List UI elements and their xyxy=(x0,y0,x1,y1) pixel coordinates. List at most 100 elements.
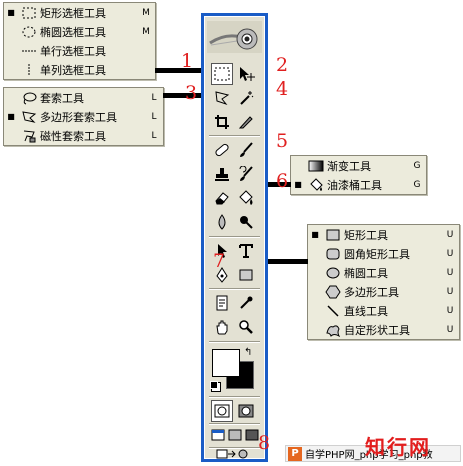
rect-marquee-icon xyxy=(18,5,40,21)
standard-mode-button[interactable] xyxy=(211,400,233,422)
flyout-item-label: 套索工具 xyxy=(40,91,84,105)
annotation-number-8: 8 xyxy=(258,432,271,454)
quick-mask-icon xyxy=(238,404,254,418)
paint-bucket-icon xyxy=(239,190,253,205)
blur-drop-icon xyxy=(218,214,226,230)
toolbox-panel: ↰ xyxy=(201,13,268,462)
magic-wand-tool[interactable] xyxy=(235,87,257,109)
dodge-tool[interactable] xyxy=(235,211,257,233)
note-page-icon xyxy=(216,295,228,311)
gradient-icon xyxy=(305,158,327,174)
notes-tool[interactable] xyxy=(211,292,233,314)
flyout-item-gradient[interactable]: 渐变工具 G xyxy=(291,156,426,175)
flyout-item-label: 圆角矩形工具 xyxy=(344,247,410,261)
annotation-number-7: 7 xyxy=(213,250,226,272)
shortcut-key: M xyxy=(142,7,150,18)
flyout-item-custom-shape[interactable]: 自定形状工具 U xyxy=(308,320,459,339)
flyout-item-label: 矩形选框工具 xyxy=(40,6,106,20)
rectangle-shape-icon xyxy=(322,227,344,243)
line-tool-icon xyxy=(322,303,344,319)
toolbox-header-logo[interactable] xyxy=(207,21,262,53)
flyout-item-polygon[interactable]: 多边形工具 U xyxy=(308,282,459,301)
history-brush-tool[interactable] xyxy=(235,163,257,185)
stamp-icon xyxy=(215,168,229,181)
toolbox-separator xyxy=(209,288,260,290)
type-tool[interactable] xyxy=(235,240,257,262)
history-brush-icon xyxy=(239,166,253,181)
foreground-color-swatch[interactable] xyxy=(212,349,240,377)
path-select-arrow-icon xyxy=(218,244,227,258)
clone-stamp-tool[interactable] xyxy=(211,163,233,185)
swap-colors-icon[interactable]: ↰ xyxy=(244,347,253,358)
flyout-item-magnetic-lasso[interactable]: 磁性套索工具 L xyxy=(4,126,163,145)
shortcut-key: G xyxy=(413,179,421,190)
crop-icon xyxy=(215,115,229,129)
screen-mode-full[interactable] xyxy=(244,427,260,443)
eraser-tool[interactable] xyxy=(211,187,233,209)
rect-marquee-icon xyxy=(214,67,230,81)
flyout-item-line[interactable]: 直线工具 U xyxy=(308,301,459,320)
hand-tool[interactable] xyxy=(211,316,233,338)
selected-bullet: ■ xyxy=(294,180,302,189)
flyout-item-label: 直线工具 xyxy=(344,304,388,318)
lasso-icon xyxy=(18,90,40,106)
flyout-item-lasso[interactable]: 套索工具 L xyxy=(4,88,163,107)
toolbox-body: ↰ xyxy=(204,16,265,459)
annotation-number-1: 1 xyxy=(181,50,194,72)
shortcut-key: G xyxy=(413,160,421,171)
flyout-item-single-row-marquee[interactable]: 单行选框工具 xyxy=(4,41,155,60)
ellipse-marquee-icon xyxy=(18,24,40,40)
hand-icon xyxy=(216,320,228,335)
polygon-lasso-tool[interactable] xyxy=(211,87,233,109)
flyout-item-label: 多边形套索工具 xyxy=(40,110,117,124)
screen-mode-standard[interactable] xyxy=(210,427,226,443)
flyout-item-label: 椭圆选框工具 xyxy=(40,25,106,39)
eyedropper-tool[interactable] xyxy=(235,292,257,314)
blur-tool[interactable] xyxy=(211,211,233,233)
quick-mask-button[interactable] xyxy=(235,400,257,422)
type-t-icon xyxy=(239,244,253,258)
pen-tool[interactable] xyxy=(211,264,233,286)
healing-brush-tool[interactable] xyxy=(211,139,233,161)
jump-to-imageready-button[interactable] xyxy=(213,449,253,459)
flyout-item-label: 多边形工具 xyxy=(344,285,399,299)
flyout-item-ellipse-marquee[interactable]: 椭圆选框工具 M xyxy=(4,22,155,41)
toolbox-separator xyxy=(209,341,260,343)
lasso-tool-flyout: 套索工具 L ■ 多边形套索工具 L 磁性套索工具 L xyxy=(3,87,164,146)
shortcut-key: L xyxy=(151,92,157,103)
selected-bullet: ■ xyxy=(311,230,319,239)
flyout-item-paint-bucket[interactable]: ■ 油漆桶工具 G xyxy=(291,175,426,194)
flyout-item-label: 磁性套索工具 xyxy=(40,129,106,143)
slice-tool[interactable] xyxy=(235,111,257,133)
flyout-item-rounded-rectangle[interactable]: 圆角矩形工具 U xyxy=(308,244,459,263)
flyout-item-label: 自定形状工具 xyxy=(344,323,410,337)
paint-bucket-tool[interactable] xyxy=(235,187,257,209)
flyout-item-single-column-marquee[interactable]: 单列选框工具 xyxy=(4,60,155,79)
site-watermark: P 自学PHP网_php学习_php教 知行网 xyxy=(285,435,461,463)
flyout-item-rect-marquee[interactable]: ■ 矩形选框工具 M xyxy=(4,3,155,22)
flyout-item-label: 椭圆工具 xyxy=(344,266,388,280)
flyout-item-polygon-lasso[interactable]: ■ 多边形套索工具 L xyxy=(4,107,163,126)
brush-tool[interactable] xyxy=(235,139,257,161)
path-selection-tool[interactable] xyxy=(211,240,233,262)
eraser-icon xyxy=(215,192,229,205)
flyout-item-ellipse[interactable]: 椭圆工具 U xyxy=(308,263,459,282)
move-tool[interactable] xyxy=(235,63,257,85)
screen-menubar-icon xyxy=(228,429,242,441)
crop-tool[interactable] xyxy=(211,111,233,133)
selected-bullet: ■ xyxy=(7,8,15,17)
flyout-item-label: 单列选框工具 xyxy=(40,63,106,77)
rectangle-shape-tool[interactable] xyxy=(235,264,257,286)
zoom-tool[interactable] xyxy=(235,316,257,338)
screen-mode-menubar[interactable] xyxy=(227,427,243,443)
flyout-item-label: 渐变工具 xyxy=(327,159,371,173)
annotation-number-5: 5 xyxy=(276,130,289,152)
default-colors-icon[interactable] xyxy=(210,381,218,389)
imageready-jump-icon xyxy=(216,449,248,459)
rect-marquee-tool[interactable] xyxy=(211,63,233,85)
shortcut-key: U xyxy=(446,286,454,297)
flyout-item-rectangle[interactable]: ■ 矩形工具 U xyxy=(308,225,459,244)
watermark-bar: P 自学PHP网_php学习_php教 xyxy=(285,445,461,462)
ellipse-shape-icon xyxy=(322,265,344,281)
custom-shape-icon xyxy=(322,322,344,338)
